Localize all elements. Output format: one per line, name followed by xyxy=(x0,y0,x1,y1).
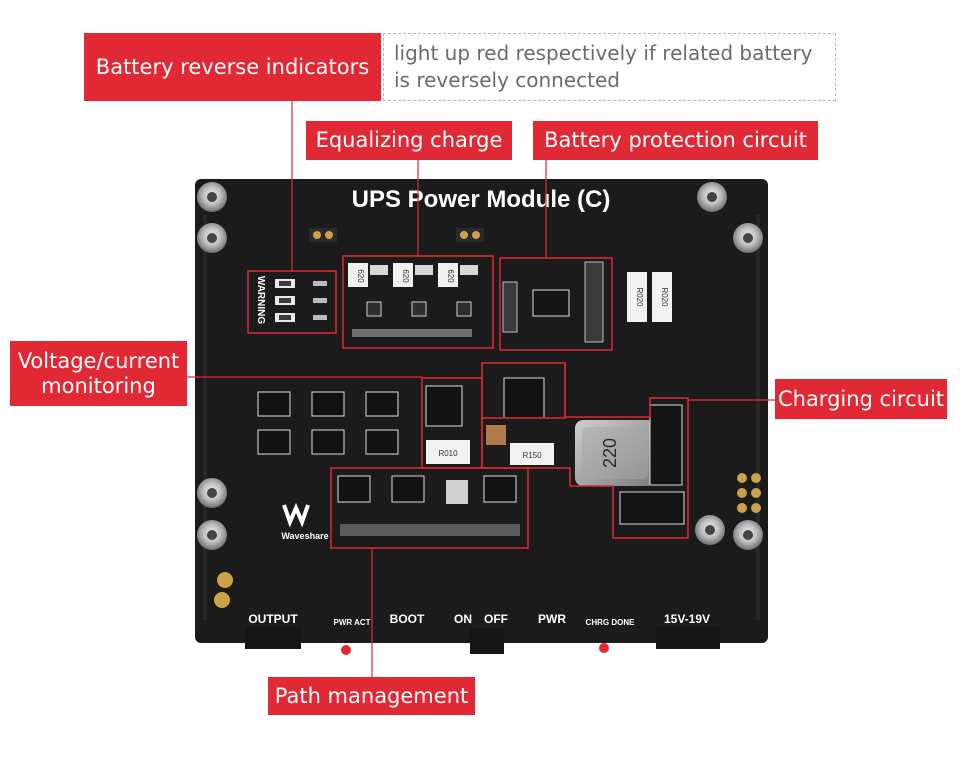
reverse-indicator-leds xyxy=(275,279,327,322)
r020-b-marking: R020 xyxy=(660,287,669,307)
monitoring-ics xyxy=(257,385,470,464)
pwr-label: PWR xyxy=(538,612,566,626)
bottom-edge-parts xyxy=(214,473,761,655)
board-title: UPS Power Module (C) xyxy=(352,186,611,213)
protection-components xyxy=(502,261,604,343)
top-pin-headers xyxy=(309,228,484,242)
callout-battery-reverse-indicators: Battery reverse indicators xyxy=(84,33,381,101)
warning-label: WARNING xyxy=(255,276,266,325)
callout-voltage-current-monitoring: Voltage/current monitoring xyxy=(10,341,187,406)
output-label: OUTPUT xyxy=(248,612,298,626)
fet-2-marking: 620 xyxy=(401,269,410,283)
r020-a-marking: R020 xyxy=(635,287,644,307)
pwr-act-label: PWR ACT xyxy=(333,618,370,627)
equalizing-components xyxy=(348,263,478,337)
on-label: ON xyxy=(454,612,472,626)
inductor-marking: 220 xyxy=(600,438,620,468)
callout-path-management: Path management xyxy=(268,677,475,715)
off-label: OFF xyxy=(484,612,508,626)
pcb-edge-trace xyxy=(203,215,760,620)
battery-reverse-note: light up red respectively if related bat… xyxy=(383,33,836,101)
brand-label: Waveshare xyxy=(281,531,328,541)
input-voltage-label: 15V-19V xyxy=(664,612,710,626)
current-sense-resistors xyxy=(627,272,672,322)
standoffs xyxy=(197,182,763,550)
callout-equalizing-charge: Equalizing charge xyxy=(306,121,512,160)
r150-marking: R150 xyxy=(522,451,542,460)
callout-battery-protection-circuit: Battery protection circuit xyxy=(533,121,818,160)
fet-1-marking: 620 xyxy=(356,269,365,283)
fet-3-marking: 620 xyxy=(446,269,455,283)
waveshare-logo xyxy=(282,502,310,528)
boot-label: BOOT xyxy=(390,612,425,626)
charging-components xyxy=(486,377,685,525)
chrg-done-label: CHRG DONE xyxy=(586,618,636,627)
leader-lines xyxy=(187,101,775,677)
path-management-components xyxy=(337,475,520,536)
callout-charging-circuit: Charging circuit xyxy=(775,379,947,419)
r010-marking: R010 xyxy=(438,449,458,458)
